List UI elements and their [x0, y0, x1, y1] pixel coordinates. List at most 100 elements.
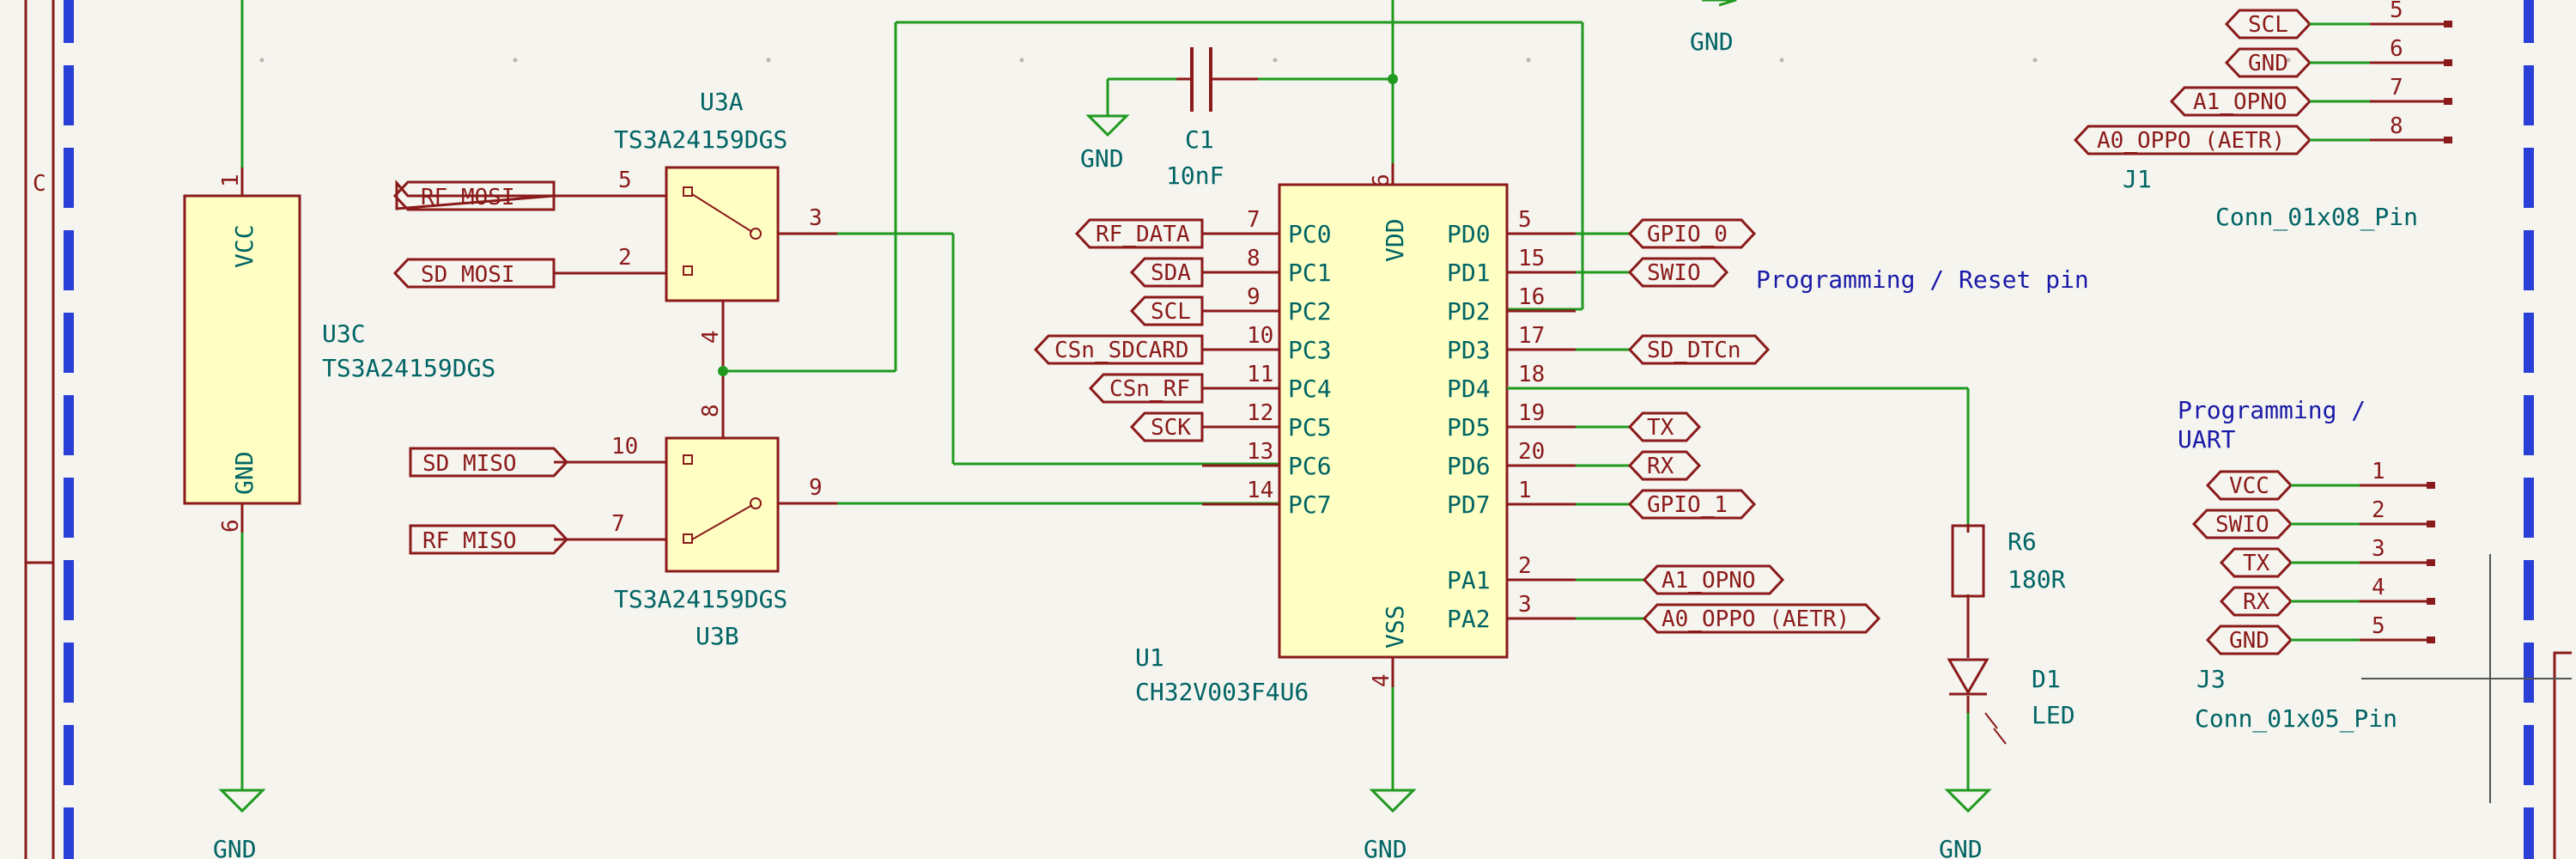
u1-pin-name-pc2: PC2	[1288, 297, 1332, 326]
svg-text:2: 2	[618, 245, 632, 271]
u3c-gnd-pin-name: GND	[230, 451, 258, 495]
svg-text:GPIO_0: GPIO_0	[1647, 222, 1728, 247]
svg-text:6: 6	[1369, 174, 1394, 187]
gnd-symbol-u3c: GND	[213, 789, 266, 859]
svg-text:CSn_RF: CSn_RF	[1109, 376, 1190, 402]
u1-left-net-labels: RF_DATA SDA SCL CSn_SDCARD CSn_RF SCK	[1033, 218, 1204, 442]
j3-pin-4[interactable]: RX4	[2219, 575, 2435, 617]
u1-pin-number: 19	[1518, 400, 1545, 426]
u1-pin-name-pd3: PD3	[1447, 336, 1491, 364]
svg-text:5: 5	[618, 168, 632, 193]
u1-pin-name-pc1: PC1	[1288, 259, 1332, 287]
global-label-sd-dtcn[interactable]: SD_DTCn	[1627, 334, 1771, 365]
c1-capacitor[interactable]: GND C1 10nF	[1080, 47, 1393, 190]
svg-text:SD_DTCn: SD_DTCn	[1647, 338, 1741, 363]
u3b-switch[interactable]: 10 7 9 8 TS3A24159DGS U3B	[554, 371, 837, 650]
svg-text:A1_OPNO: A1_OPNO	[1662, 568, 1756, 594]
u1-pin-number: 15	[1518, 246, 1545, 271]
r6-value: 180R	[2008, 565, 2066, 594]
u1-pin-name-pd1: PD1	[1447, 259, 1491, 287]
global-label-csn-rf[interactable]: CSn_RF	[1088, 373, 1204, 404]
j3-pin-5[interactable]: GND 5	[2205, 613, 2435, 655]
u1-vdd-pin-name: VDD	[1381, 218, 1409, 262]
svg-text:SDA: SDA	[1151, 260, 1191, 286]
j3-pin-number: 4	[2372, 575, 2385, 600]
r6-resistor[interactable]: R6 180R	[1951, 524, 2066, 598]
u1-pin-name-pd0: PD0	[1447, 220, 1491, 248]
u3b-refdes: U3B	[696, 622, 739, 650]
svg-text:GPIO_1: GPIO_1	[1647, 492, 1728, 518]
crosshair-cursor-icon	[2361, 554, 2572, 803]
svg-text:CSn_SDCARD: CSn_SDCARD	[1054, 338, 1189, 363]
j3-connector[interactable]: Programming / UART J3 Conn_01x05_Pin VCC…	[2178, 396, 2435, 734]
u3a-switch[interactable]: 5 2 3 4 U3A TS3A24159DGS	[554, 88, 837, 371]
global-label-sd-miso[interactable]: SD_MISO	[409, 447, 569, 478]
u1-pin-name-pc4: PC4	[1288, 375, 1332, 403]
u1-pin-number: 13	[1247, 439, 1273, 465]
u1-pin-name-pd4: PD4	[1447, 375, 1491, 403]
global-label-rf-data[interactable]: RF_DATA	[1074, 218, 1204, 249]
j3-pin-number: 5	[2372, 613, 2385, 639]
u1-pin-name-pa1: PA1	[1447, 566, 1491, 594]
svg-text:4: 4	[1369, 673, 1394, 687]
svg-text:SWIO: SWIO	[2215, 512, 2269, 538]
u1-pin-number: 7	[1247, 207, 1261, 233]
global-label-scl[interactable]: SCL	[1129, 295, 1204, 326]
u3c-value: TS3A24159DGS	[322, 354, 495, 382]
u1-pin-name-pd6: PD6	[1447, 452, 1491, 480]
u1-pin-number: 20	[1518, 439, 1545, 465]
u3b-value: TS3A24159DGS	[614, 585, 787, 613]
global-label-rf-miso[interactable]: RF_MISO	[409, 524, 569, 555]
j1-pin-number: 8	[2390, 113, 2403, 139]
c1-value: 10nF	[1166, 161, 1224, 190]
svg-text:10: 10	[611, 434, 638, 460]
svg-text:SD_MISO: SD_MISO	[422, 451, 517, 477]
global-label-rf-mosi[interactable]: RF_MOSI	[392, 179, 556, 211]
j3-title-line2: UART	[2178, 425, 2236, 454]
gnd-symbol-top: GND	[1690, 0, 1737, 56]
svg-text:4: 4	[698, 330, 724, 344]
u1-pin-name-pc7: PC7	[1288, 490, 1332, 519]
global-label-sck[interactable]: SCK	[1129, 411, 1204, 442]
global-label-a0-oppo-aetr-[interactable]: A0_OPPO (AETR)	[1642, 603, 1881, 634]
u1-pin-number: 14	[1247, 478, 1273, 503]
global-label-sd-mosi[interactable]: SD_MOSI	[392, 258, 556, 289]
u3a-value: TS3A24159DGS	[614, 125, 787, 154]
j1-pin-8[interactable]: A0_OPPO (AETR)8	[2073, 113, 2452, 155]
global-label-csn-sdcard[interactable]: CSn_SDCARD	[1033, 334, 1204, 365]
u1-right-pins: 5PD015PD116PD217PD318PD419PD520PD61PD72P…	[1447, 207, 1576, 633]
global-label-gpio-0[interactable]: GPIO_0	[1627, 218, 1757, 249]
u1-pin-number: 1	[1518, 478, 1532, 503]
u1-pin-name-pc0: PC0	[1288, 220, 1332, 248]
d1-led[interactable]: D1 LED	[1947, 658, 2075, 745]
global-label-rx[interactable]: RX	[1627, 450, 1702, 481]
border-zone-letter: C	[33, 171, 46, 197]
u1-pin-name-pd7: PD7	[1447, 490, 1491, 519]
svg-text:GND: GND	[1364, 835, 1407, 859]
svg-text:GND: GND	[2229, 628, 2269, 654]
global-label-gpio-1[interactable]: GPIO_1	[1627, 489, 1757, 520]
j1-pin-number: 6	[2390, 36, 2403, 62]
svg-text:TX: TX	[1647, 415, 1674, 441]
u1-pin-number: 11	[1247, 362, 1273, 387]
j3-pin-3[interactable]: TX3	[2219, 536, 2435, 578]
j3-title-line1: Programming /	[2178, 396, 2366, 424]
global-label-tx[interactable]: TX	[1627, 411, 1702, 442]
u1-pin-number: 10	[1247, 323, 1273, 349]
gnd-symbol-u1: GND	[1364, 789, 1417, 859]
global-label-sda[interactable]: SDA	[1129, 257, 1204, 288]
j1-connector[interactable]: J1 Conn_01x08_Pin SCL5GND6A1_OPNO7A0_OPP…	[2073, 0, 2452, 232]
global-label-swio[interactable]: SWIO	[1627, 257, 1729, 288]
u3c-power-unit[interactable]: 1 6 VCC GND U3C TS3A24159DGS	[183, 0, 495, 790]
svg-text:RF_MISO: RF_MISO	[422, 528, 517, 554]
u3a-refdes: U3A	[700, 88, 744, 116]
svg-text:RX: RX	[1647, 454, 1674, 479]
global-label-a1-opno[interactable]: A1_OPNO	[1642, 564, 1785, 595]
